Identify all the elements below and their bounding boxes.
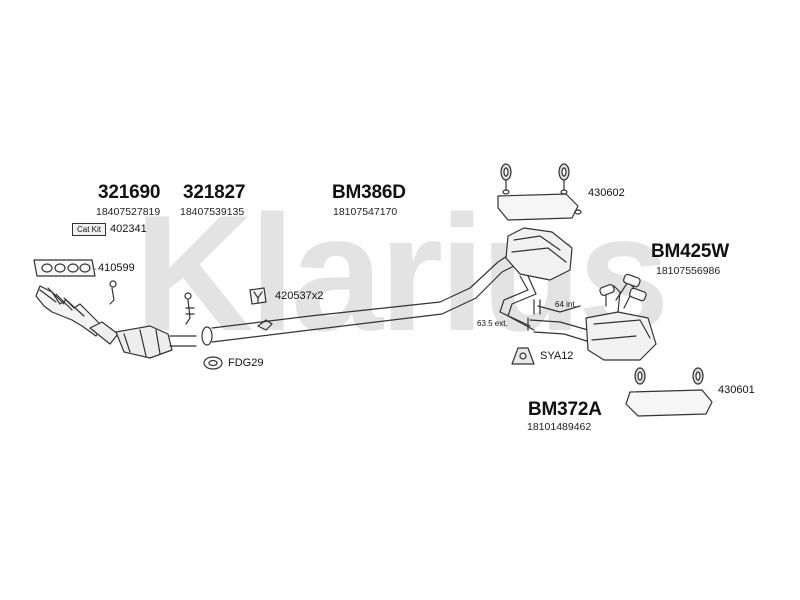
- cat-kit-code: 402341: [110, 223, 147, 235]
- part-number-bm425w: 18107556986: [656, 265, 721, 277]
- part-code-bm386d: BM386D: [332, 182, 406, 203]
- part-code-bm372a: BM372A: [528, 399, 602, 420]
- manifold-gasket: [33, 259, 96, 277]
- gasket-code: 410599: [98, 262, 135, 274]
- clamp: [249, 287, 267, 305]
- part-number-321690: 18407527819: [96, 206, 161, 218]
- manifold-catalyst: [35, 280, 197, 359]
- flange-gasket-code: FDG29: [228, 357, 264, 369]
- centre-silencer: [499, 227, 573, 331]
- part-number-321827: 18407539135: [180, 206, 245, 218]
- part-code-321690: 321690: [98, 182, 161, 203]
- dimension-int: 64 int.: [555, 300, 577, 309]
- part-number-bm372a: 18101489462: [527, 421, 592, 433]
- part-code-321827: 321827: [183, 182, 246, 203]
- rear-silencer: [529, 273, 657, 361]
- rubber-mount: [511, 347, 535, 365]
- dimension-ext: 63.5 ext.: [477, 319, 508, 328]
- hanger-front-code: 430602: [588, 187, 625, 199]
- centre-pipe: [211, 253, 515, 343]
- hanger-kit-rear: [625, 367, 713, 417]
- flange-joint: [201, 326, 223, 370]
- hanger-kit-front: [497, 163, 582, 221]
- hanger-rear-code: 430601: [718, 384, 755, 396]
- mount-code: SYA12: [540, 350, 574, 362]
- cat-kit-badge: Cat Kit: [72, 223, 106, 236]
- part-code-bm425w: BM425W: [651, 241, 729, 262]
- dimension-marks: [527, 299, 581, 331]
- clamp-code: 420537x2: [275, 290, 324, 302]
- part-number-bm386d: 18107547170: [333, 206, 398, 218]
